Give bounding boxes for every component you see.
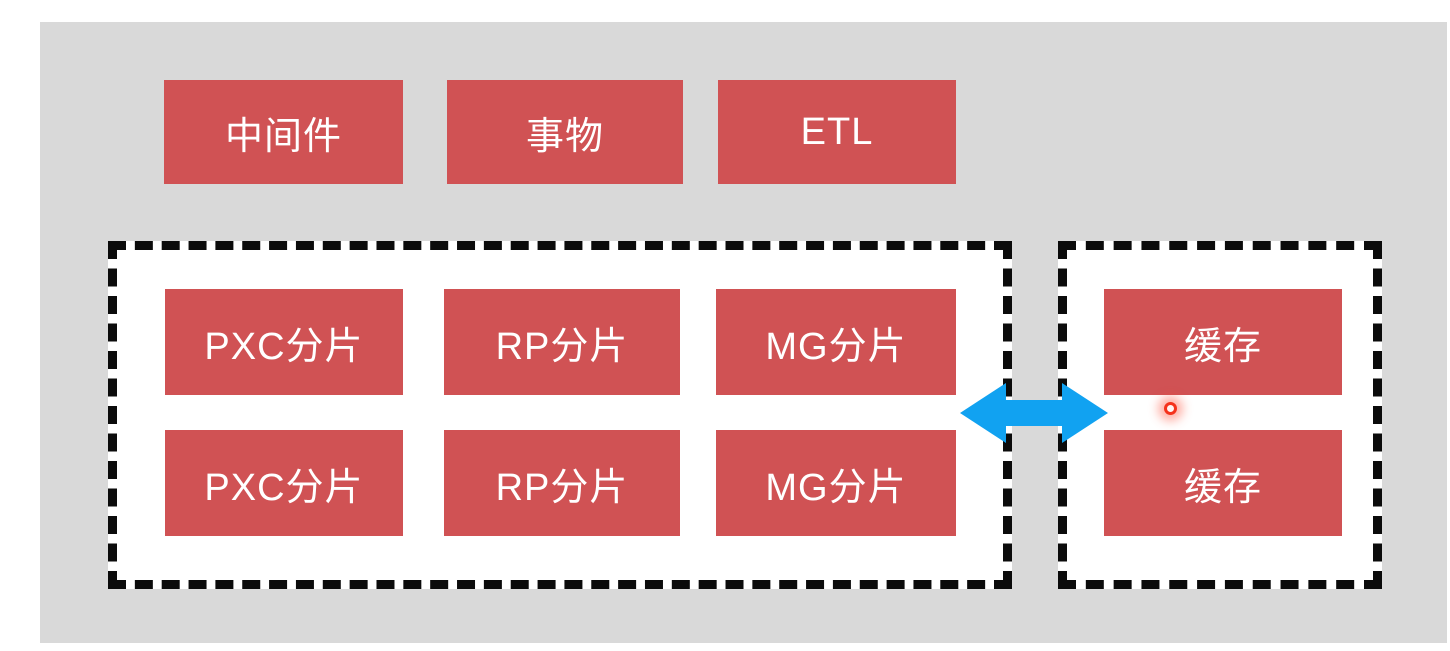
- cursor-click-dot-icon: [1164, 402, 1177, 415]
- node-mg-shard-2: MG分片: [716, 430, 956, 536]
- node-pxc-shard-2: PXC分片: [165, 430, 403, 536]
- node-mg-shard-1: MG分片: [716, 289, 956, 395]
- node-etl: ETL: [718, 80, 956, 184]
- node-cache-2: 缓存: [1104, 430, 1342, 536]
- node-middleware: 中间件: [164, 80, 403, 184]
- node-pxc-shard-1: PXC分片: [165, 289, 403, 395]
- node-rp-shard-2: RP分片: [444, 430, 680, 536]
- node-transaction: 事物: [447, 80, 683, 184]
- node-cache-1: 缓存: [1104, 289, 1342, 395]
- bidirectional-arrow-icon: [960, 383, 1108, 443]
- node-rp-shard-1: RP分片: [444, 289, 680, 395]
